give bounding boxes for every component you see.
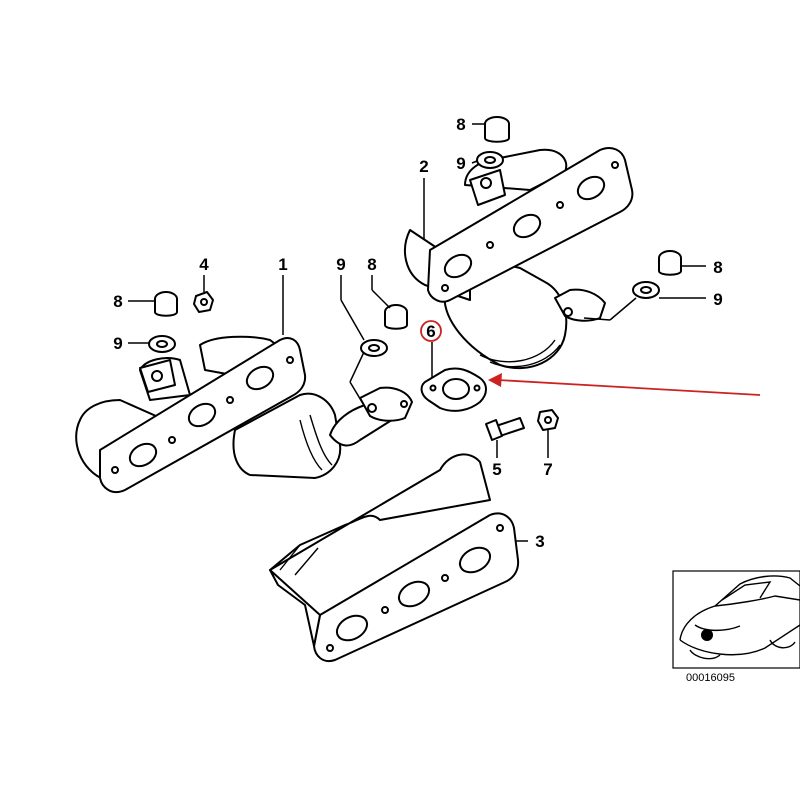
part-7-nut xyxy=(537,409,559,431)
callout-8-left: 8 xyxy=(113,292,122,311)
callout-1: 1 xyxy=(278,255,287,274)
callout-3: 3 xyxy=(535,532,544,551)
reference-number: 00016095 xyxy=(686,672,735,684)
callout-9-top: 9 xyxy=(456,154,465,173)
part-5-bolt xyxy=(485,417,525,441)
part-3-gasket-plate xyxy=(269,453,520,662)
part-1-exhaust-manifold-front xyxy=(75,335,413,494)
highlight-arrow xyxy=(488,373,761,396)
part-8-sleeve-nut-left xyxy=(154,291,178,317)
callout-2: 2 xyxy=(419,157,428,176)
callout-4: 4 xyxy=(199,255,209,274)
vehicle-location-thumbnail xyxy=(672,570,800,669)
callout-8-right: 8 xyxy=(713,258,722,277)
part-2-exhaust-manifold-rear xyxy=(404,147,634,370)
part-9-washer-top xyxy=(476,151,504,169)
highlight-circle-6 xyxy=(420,320,442,342)
callout-6: 6 xyxy=(426,322,435,341)
part-8-sleeve-nut-top xyxy=(484,116,510,143)
callout-9-mid: 9 xyxy=(336,255,345,274)
callout-8-mid: 8 xyxy=(367,255,376,274)
part-9-washer-right xyxy=(632,281,660,299)
leader-lines xyxy=(128,123,706,542)
callout-8-top: 8 xyxy=(456,115,465,134)
part-9-washer-mid xyxy=(360,339,388,357)
part-8-sleeve-nut-right xyxy=(658,250,682,276)
callout-7: 7 xyxy=(543,460,552,479)
part-8-sleeve-nut-mid xyxy=(384,304,408,330)
callout-5: 5 xyxy=(492,460,501,479)
part-6-gasket xyxy=(420,367,487,412)
car-sketch xyxy=(679,575,800,660)
part-4-nut xyxy=(193,291,214,313)
part-9-washer-left xyxy=(148,335,176,353)
callout-9-right: 9 xyxy=(713,290,722,309)
location-marker-dot xyxy=(701,629,713,641)
callout-9-left: 9 xyxy=(113,334,122,353)
